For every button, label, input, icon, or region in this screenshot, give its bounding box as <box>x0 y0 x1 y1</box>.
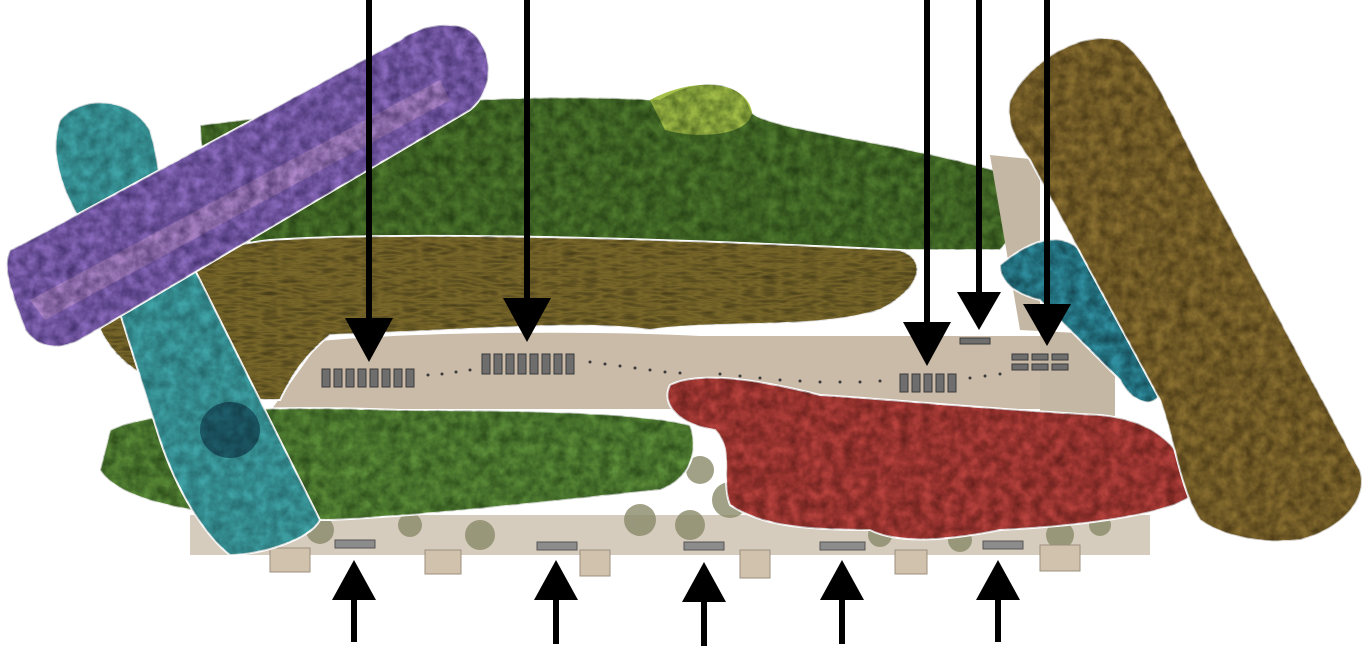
down-arrowhead-4 <box>957 292 1001 330</box>
up-arrowhead-4 <box>820 560 864 600</box>
up-arrowhead-1 <box>332 560 376 600</box>
up-arrowhead-3 <box>682 562 726 602</box>
up-arrows <box>354 590 998 646</box>
up-arrowhead-5 <box>976 560 1020 600</box>
up-arrowhead-2 <box>534 560 578 600</box>
